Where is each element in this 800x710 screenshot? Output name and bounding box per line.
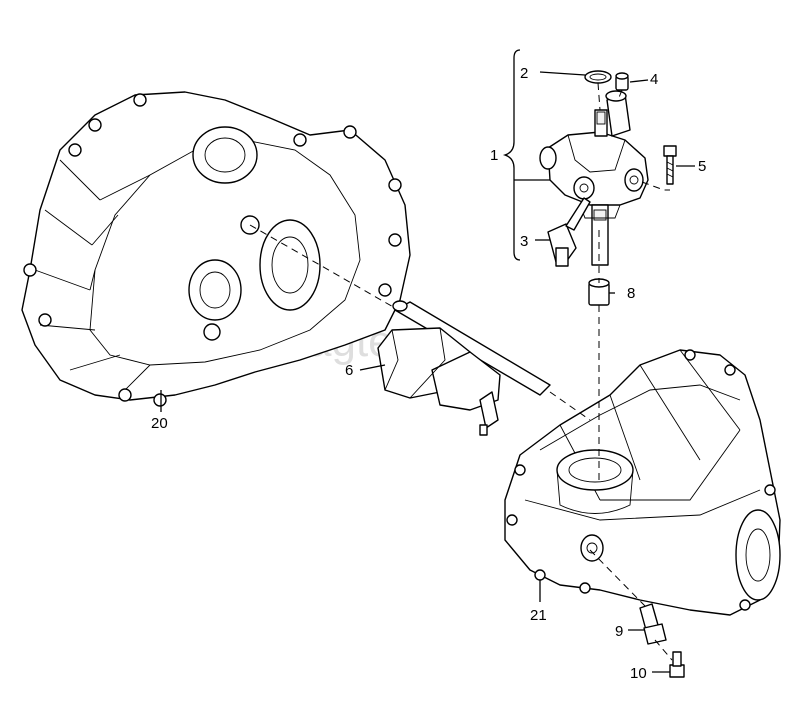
callout-1: 1 — [490, 147, 498, 164]
callout-5: 5 — [698, 158, 706, 175]
callout-8: 8 — [627, 285, 635, 302]
bolt-part-5 — [663, 145, 677, 185]
callout-labels: 1 2 3 4 5 6 8 9 10 20 21 — [151, 65, 706, 682]
callout-21: 21 — [530, 607, 547, 624]
o-ring-part-2 — [584, 70, 612, 84]
selector-shaft-part-6 — [377, 300, 551, 436]
speed-sensor-part-9 — [639, 603, 667, 645]
gearbox-housing-part-21 — [504, 349, 781, 616]
plug-part-4 — [615, 72, 629, 91]
selector-module-part-1 — [539, 90, 649, 266]
assembly-lines — [249, 82, 673, 661]
bolt-part-10 — [669, 651, 685, 678]
callout-2: 2 — [520, 65, 528, 82]
callout-20: 20 — [151, 415, 168, 432]
callout-6: 6 — [345, 362, 353, 379]
sleeve-part-8 — [588, 278, 610, 306]
callout-4: 4 — [650, 71, 658, 88]
callout-3: 3 — [520, 233, 528, 250]
callout-10: 10 — [630, 665, 647, 682]
leader-lines — [160, 49, 695, 673]
clutch-housing-part-20 — [21, 91, 411, 407]
sensor-part-3 — [547, 197, 591, 267]
callout-9: 9 — [615, 623, 623, 640]
